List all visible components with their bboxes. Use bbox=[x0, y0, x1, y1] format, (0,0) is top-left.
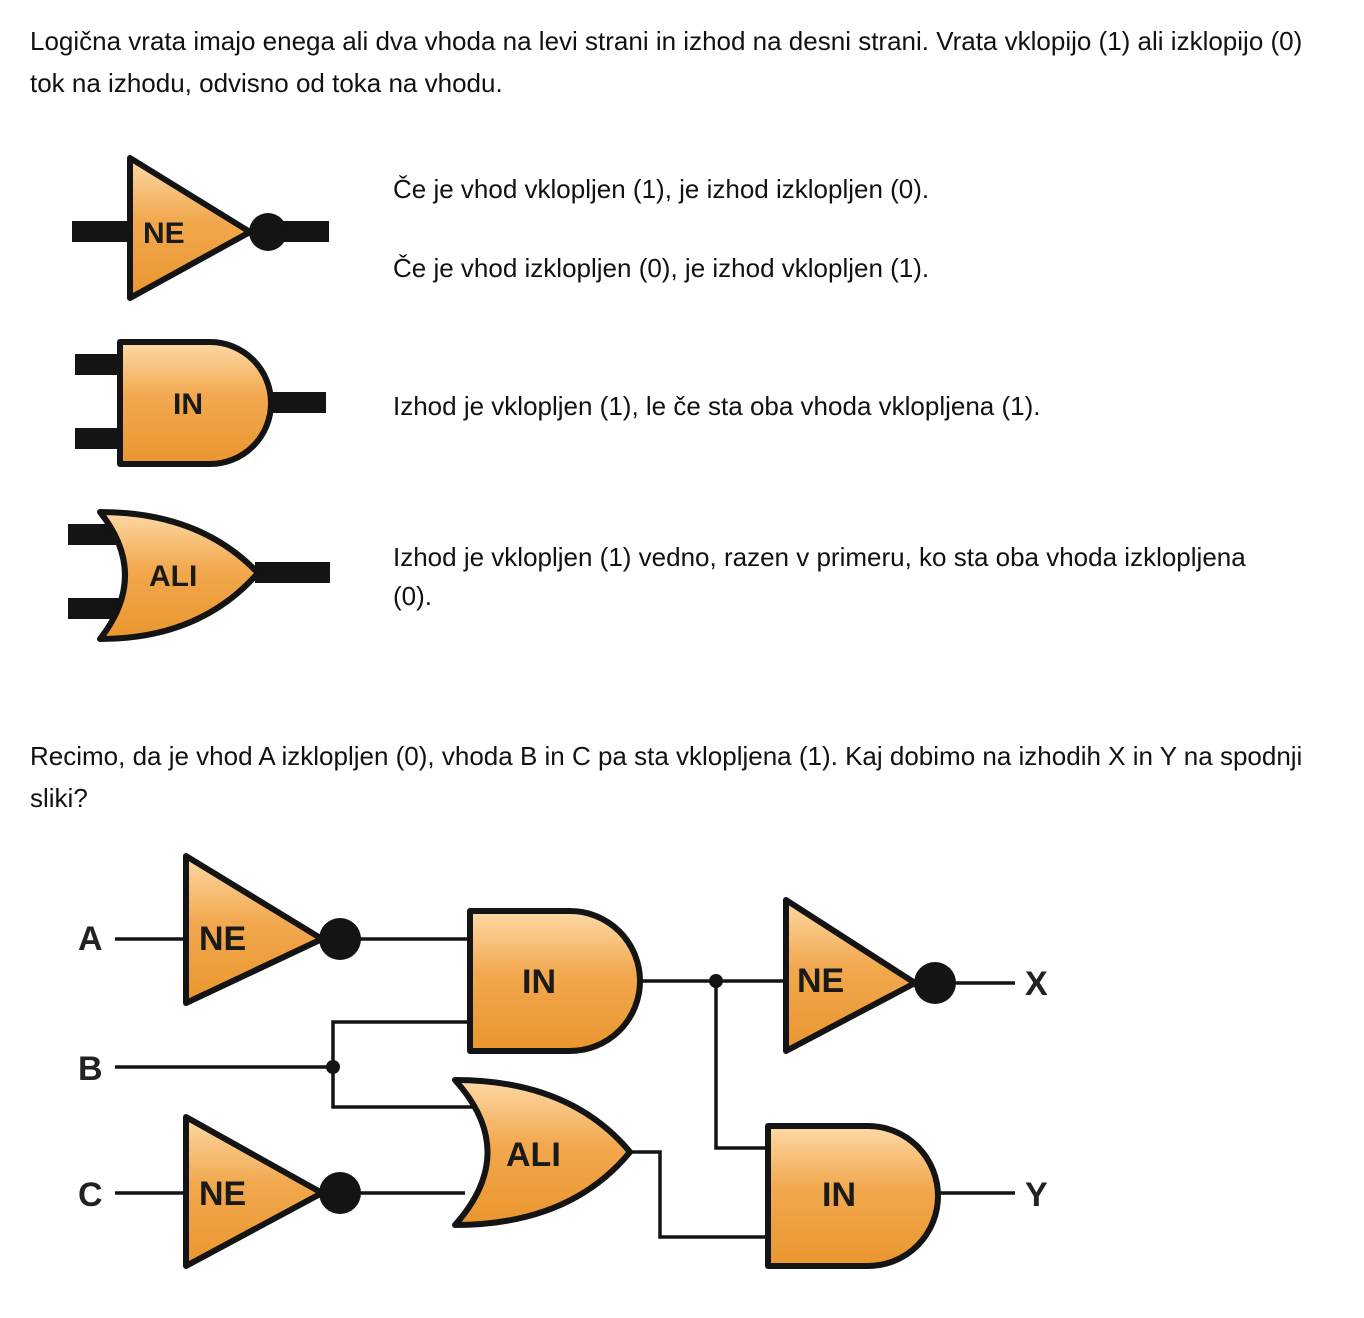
not-bubble-icon bbox=[249, 213, 287, 251]
intro-paragraph: Logična vrata imajo enega ali dva vhoda … bbox=[30, 26, 1303, 98]
legend-and-gate: IN bbox=[75, 339, 326, 467]
legend-and-label: IN bbox=[173, 388, 203, 421]
junction-dot-and bbox=[709, 974, 723, 988]
question-paragraph: Recimo, da je vhod A izklopljen (0), vho… bbox=[30, 741, 1303, 813]
output-label-y: Y bbox=[1025, 1176, 1048, 1214]
legend-not-label: NE bbox=[143, 217, 185, 250]
input-label-b: B bbox=[78, 1050, 103, 1088]
not-description-1: Če je vhod vklopljen (1), je izhod izklo… bbox=[393, 174, 930, 204]
or-description: Izhod je vklopljen (1) vedno, razen v pr… bbox=[393, 542, 1246, 611]
not-description-2: Če je vhod izklopljen (0), je izhod vklo… bbox=[393, 253, 930, 283]
junction-dot-b bbox=[326, 1060, 340, 1074]
legend-not-gate: NE bbox=[72, 155, 329, 301]
circuit-wires bbox=[115, 937, 1015, 1239]
input-label-a: A bbox=[78, 920, 103, 958]
gate-label-ne-c: NE bbox=[199, 1175, 246, 1213]
circuit-not-gate-c: NE bbox=[183, 1114, 361, 1269]
input-label-c: C bbox=[78, 1176, 103, 1214]
gate-label-ne-x: NE bbox=[797, 962, 844, 1000]
not-bubble-icon bbox=[319, 918, 361, 960]
legend-or-label: ALI bbox=[149, 560, 197, 593]
gate-label-in-lower: IN bbox=[822, 1176, 856, 1214]
circuit-and-gate-lower: IN bbox=[765, 1123, 941, 1269]
circuit-not-gate-x: NE bbox=[783, 897, 956, 1054]
gate-label-ne-a: NE bbox=[199, 920, 246, 958]
not-bubble-icon bbox=[914, 962, 956, 1004]
legend-or-gate: ALI bbox=[68, 509, 330, 642]
and-description: Izhod je vklopljen (1), le če sta oba vh… bbox=[393, 391, 1041, 421]
circuit-not-gate-a: NE bbox=[183, 853, 361, 1006]
circuit-or-gate: ALI bbox=[452, 1077, 633, 1228]
gate-label-ali: ALI bbox=[506, 1136, 561, 1174]
circuit-and-gate-upper: IN bbox=[467, 908, 643, 1054]
output-label-x: X bbox=[1025, 965, 1048, 1003]
gate-label-in-upper: IN bbox=[522, 963, 556, 1001]
not-bubble-icon bbox=[319, 1172, 361, 1214]
